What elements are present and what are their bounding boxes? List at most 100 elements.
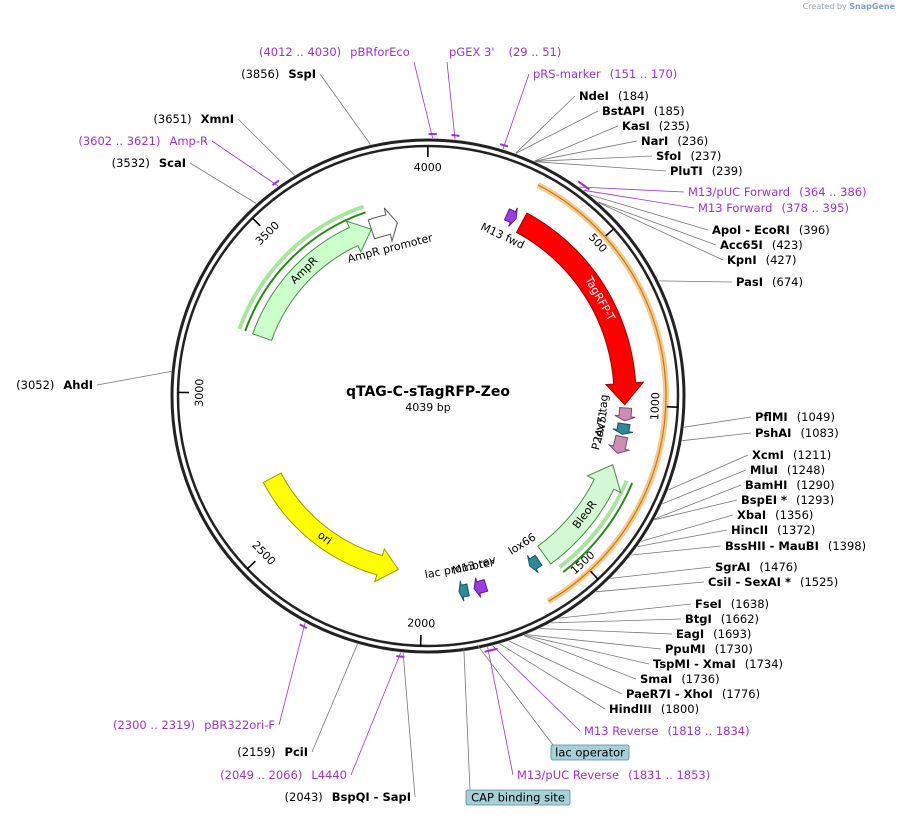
right-site-label-sfoi: SfoI(237) <box>656 149 721 163</box>
right-leader-prs-marker <box>502 73 530 150</box>
ruler-tick-1500 <box>590 570 599 580</box>
ampr-strand-band <box>237 204 365 330</box>
site-coords: (4012 .. 4030) <box>259 45 341 59</box>
left-leader-pbr322ori-f <box>278 622 306 726</box>
right-site-label-ppumi: PpuMI(1730) <box>665 642 753 656</box>
site-name: BspQI - SapI <box>332 790 411 804</box>
feature-m13-fwd <box>503 207 518 227</box>
feature-label-m13-fwd: M13 fwd <box>479 220 527 251</box>
plasmid-name: qTAG-C-sTagRFP-Zeo <box>346 384 510 400</box>
site-coords: (1372) <box>777 523 815 537</box>
site-coords: (1776) <box>722 687 760 701</box>
right-site-label-apoi-ecori: ApoI - EcoRI(396) <box>712 223 830 237</box>
ruler-tick-3500 <box>251 217 261 227</box>
site-coords: (1831 .. 1853) <box>628 768 710 782</box>
site-coords: (2300 .. 2319) <box>113 718 195 732</box>
site-name: ApoI - EcoRI <box>712 223 790 237</box>
right-leader-sfoi <box>535 155 653 162</box>
site-coords: (239) <box>712 164 743 178</box>
right-leader-m13-puc-forward <box>579 186 685 193</box>
ruler-label-1000: 1000 <box>648 392 662 421</box>
right-site-label-bstapi: BstAPI(185) <box>602 104 685 118</box>
site-coords: (236) <box>677 134 708 148</box>
left-leader-amp-r <box>211 140 279 187</box>
left-leader-sspi <box>319 73 371 145</box>
site-name: KpnI <box>727 253 757 267</box>
right-site-label-m13-puc-forward: M13/pUC Forward(364 .. 386) <box>688 185 867 199</box>
right-leader-ndei <box>515 95 576 154</box>
right-primer-mark-prs-marker <box>499 143 509 148</box>
top-primer-mark-pgex-3 <box>451 134 460 137</box>
site-name: HincII <box>731 523 768 537</box>
right-site-label-nari: NarI(236) <box>641 134 708 148</box>
site-name: CsiI - SexAI * <box>708 575 791 589</box>
feature-lac-promoter <box>458 580 470 602</box>
site-name: pBR322ori-F <box>204 718 275 732</box>
right-site-label-m13-puc-reverse: M13/pUC Reverse (1831 .. 1853) <box>517 768 710 782</box>
site-name: PciI <box>285 745 308 759</box>
site-name: KasI <box>622 119 650 133</box>
site-name: M13/pUC Reverse <box>517 768 619 782</box>
site-name: BstAPI <box>602 104 645 118</box>
right-site-label-acc65i: Acc65I(423) <box>720 238 803 252</box>
site-name: pRS-marker <box>533 67 601 81</box>
right-leader-btgi <box>550 618 682 624</box>
left-site-label-ahdi: (3052)AhdI <box>16 378 93 392</box>
site-coords: (1693) <box>713 627 751 641</box>
top-site-label-pgex-3: pGEX 3'(29 .. 51) <box>449 45 561 59</box>
ruler-label-3000: 3000 <box>193 379 206 407</box>
right-leader-m13-puc-reverse <box>487 646 514 776</box>
right-leader-pflmi <box>684 416 752 428</box>
site-name: ScaI <box>159 156 186 170</box>
left-site-label-scai: (3532)ScaI <box>112 156 186 170</box>
site-coords: (2043) <box>285 790 323 804</box>
credit-prefix: Created by <box>802 2 847 11</box>
site-coords: (1525) <box>800 575 838 589</box>
feature-label-lox71: lox71 <box>592 409 610 441</box>
boxed-label-bg-cap-binding-site <box>465 789 571 806</box>
top-leader-pgex-3 <box>446 61 456 140</box>
site-name: XbaI <box>737 508 766 522</box>
site-coords: (3052) <box>16 378 54 392</box>
bleor-strand-band <box>558 479 629 569</box>
right-leader-xbai <box>640 514 734 542</box>
right-leader-hincii <box>637 529 728 547</box>
site-coords: (3602 .. 3621) <box>78 134 160 148</box>
boxed-label-bg-lac-operator <box>550 744 630 761</box>
feature-label-v5-tag: V5 tag <box>595 394 611 431</box>
right-site-label-prs-marker: pRS-marker (151 .. 170) <box>533 67 677 81</box>
right-leader-fsei <box>559 603 692 619</box>
site-coords: (1049) <box>797 410 835 424</box>
backbone-outer-ring <box>170 138 686 654</box>
site-coords: (1398) <box>828 539 866 553</box>
right-site-label-hincii: HincII (1372) <box>731 523 815 537</box>
right-primer-mark-m13-forward <box>582 183 591 191</box>
right-leader-csii-sexai <box>595 581 705 593</box>
site-name: PshAI <box>755 426 791 440</box>
site-coords: (2159) <box>237 745 275 759</box>
site-coords: (423) <box>772 238 803 252</box>
feature-ori <box>262 472 400 583</box>
site-name: HindIII <box>609 702 652 716</box>
site-name: BamHI <box>745 478 787 492</box>
boxed-label-cap-binding-site: CAP binding site <box>471 791 565 805</box>
top-leader-pbrforeco <box>413 61 433 139</box>
site-coords: (1476) <box>759 560 797 574</box>
site-coords: (1734) <box>745 657 783 671</box>
right-leader-xcmi <box>668 454 749 491</box>
right-leader-bspei <box>654 499 738 521</box>
right-site-label-bamhi: BamHI(1290) <box>745 478 835 492</box>
site-coords: (1800) <box>661 702 699 716</box>
right-site-label-bspei: BspEI *(1293) <box>741 493 834 507</box>
site-name: FseI <box>695 597 722 611</box>
plasmid-length: 4039 bp <box>405 401 450 414</box>
site-coords: (1730) <box>715 642 753 656</box>
right-leader-eagi <box>539 628 673 635</box>
left-site-label-sspi: (3856)SspI <box>241 67 316 81</box>
feature-m13-rev <box>473 577 489 598</box>
boxed-leader-cap-binding-site <box>463 647 471 791</box>
site-coords: (151 .. 170) <box>610 67 678 81</box>
right-site-label-pluti: PluTI(239) <box>670 164 743 178</box>
right-site-label-hindiii: HindIII (1800) <box>609 702 699 716</box>
right-site-label-smai: SmaI(1736) <box>640 672 720 686</box>
